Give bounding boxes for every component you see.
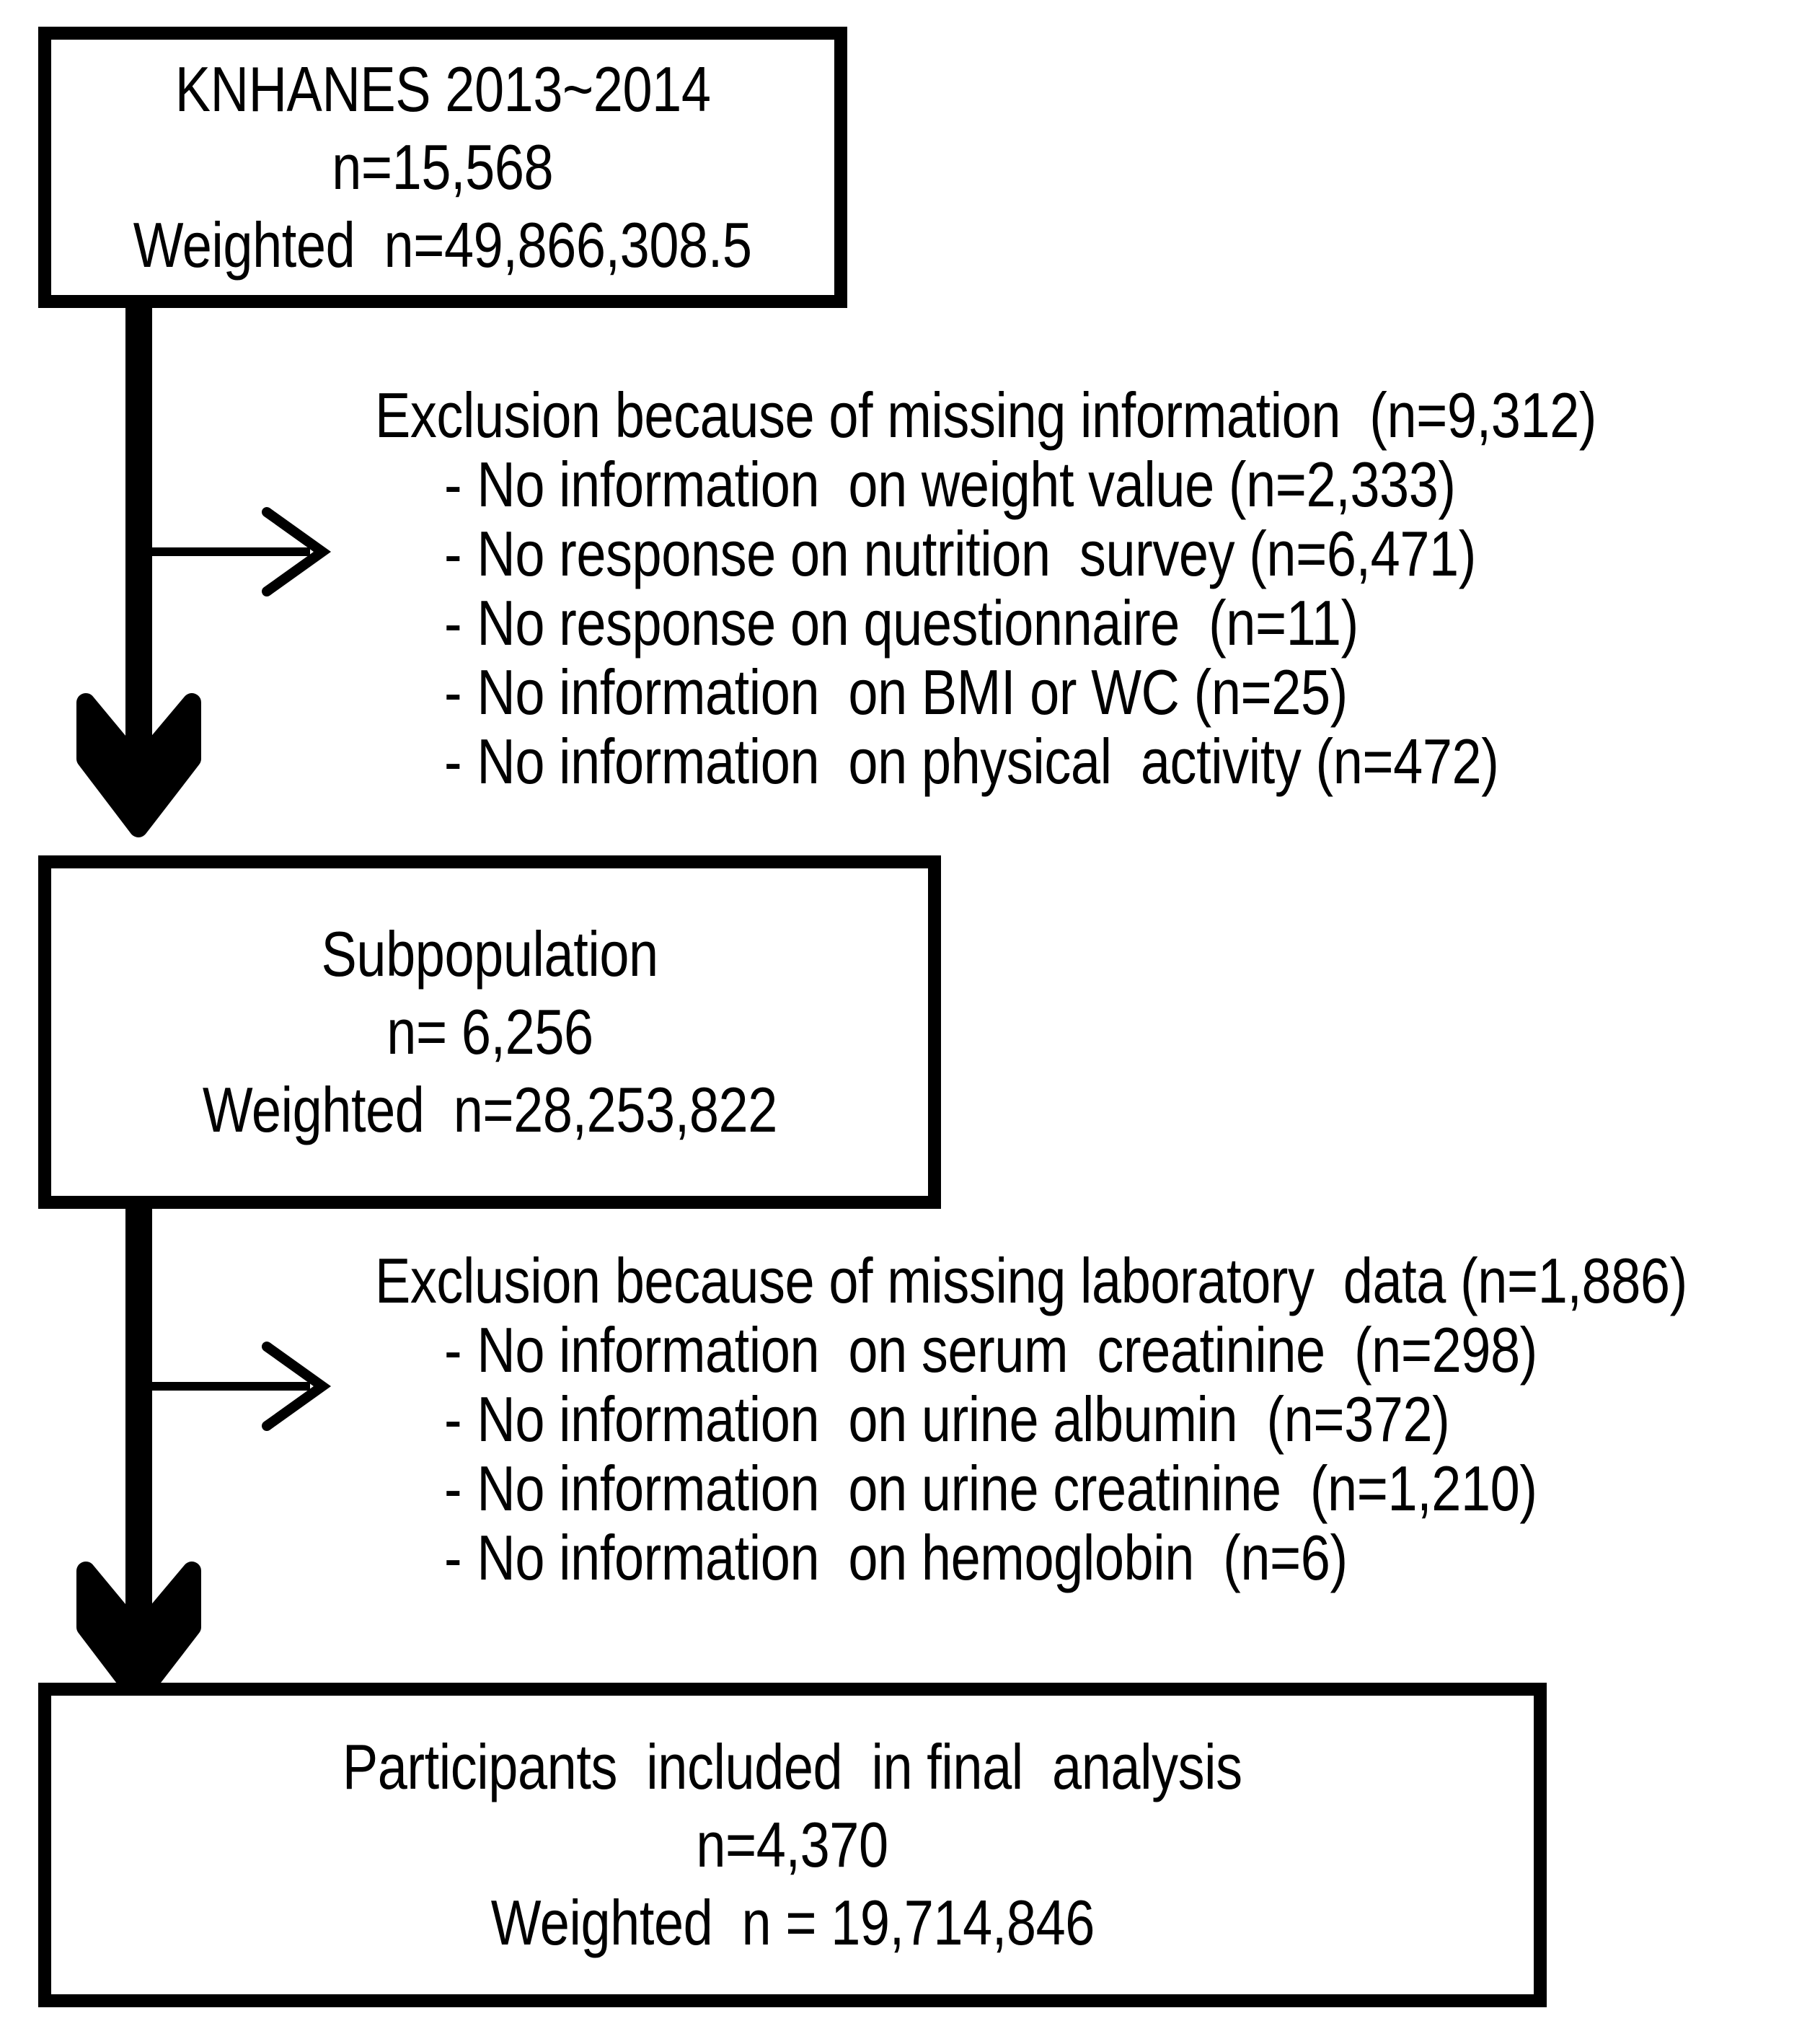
exclusion-1-item-1-text: No information on weight value (n=2,333)	[477, 449, 1456, 520]
bullet-dash-icon: -	[444, 449, 462, 520]
final-line-1: Participants included in final analysis	[343, 1731, 1242, 1802]
exclusion-2-heading: Exclusion because of missing laboratory …	[375, 1245, 1687, 1316]
exclusion-missing-laboratory-data: Exclusion because of missing laboratory …	[375, 1246, 1820, 1593]
bullet-dash-icon: -	[444, 1314, 462, 1386]
bullet-dash-icon: -	[444, 1453, 462, 1524]
down-arrow-subpopulation-to-final	[76, 1209, 201, 1706]
exclusion-1-item-2: -No response on nutrition survey (n=6,47…	[444, 519, 1607, 589]
exclusion-2-item-3-text: No information on urine creatinine (n=1,…	[477, 1453, 1537, 1524]
bullet-dash-icon: -	[444, 518, 462, 589]
exclusion-2-item-4: -No information on hemoglobin (n=6)	[444, 1523, 1698, 1593]
bullet-dash-icon: -	[444, 1383, 462, 1455]
bullet-dash-icon: -	[444, 726, 462, 797]
bullet-dash-icon: -	[444, 1522, 462, 1593]
exclusion-1-item-2-text: No response on nutrition survey (n=6,471…	[477, 518, 1476, 589]
final-line-2: n=4,370	[696, 1809, 889, 1880]
exclusion-2-item-1-text: No information on serum creatinine (n=29…	[477, 1314, 1537, 1386]
final-line-3: Weighted n = 19,714,846	[490, 1887, 1095, 1958]
exclusion-1-item-3: -No response on questionnaire (n=11)	[444, 589, 1607, 658]
subpopulation-line-3: Weighted n=28,253,822	[202, 1074, 777, 1145]
exclusion-1-list: -No information on weight value (n=2,333…	[375, 450, 1820, 796]
exclusion-1-heading: Exclusion because of missing information…	[375, 379, 1597, 451]
exclusion-1-item-3-text: No response on questionnaire (n=11)	[477, 587, 1359, 659]
baseline-line-2: n=15,568	[332, 131, 554, 203]
exclusion-2-list: -No information on serum creatinine (n=2…	[375, 1316, 1820, 1593]
exclusion-1-item-1: -No information on weight value (n=2,333…	[444, 450, 1607, 519]
baseline-cohort-box: KNHANES 2013~2014 n=15,568 Weighted n=49…	[38, 27, 847, 308]
exclusion-1-item-5-text: No information on physical activity (n=4…	[477, 726, 1499, 797]
exclusion-2-item-4-text: No information on hemoglobin (n=6)	[477, 1522, 1348, 1593]
branch-arrow-to-exclusion-1	[150, 507, 332, 596]
baseline-line-1: KNHANES 2013~2014	[175, 53, 711, 125]
subpopulation-box: Subpopulation n= 6,256 Weighted n=28,253…	[38, 855, 941, 1209]
branch-arrow-to-exclusion-2	[150, 1342, 332, 1431]
exclusion-2-item-3: -No information on urine creatinine (n=1…	[444, 1454, 1698, 1523]
exclusion-2-item-2: -No information on urine albumin (n=372)	[444, 1385, 1698, 1454]
subpopulation-line-2: n= 6,256	[386, 996, 593, 1067]
exclusion-1-item-4: -No information on BMI or WC (n=25)	[444, 658, 1607, 727]
exclusion-2-item-1: -No information on serum creatinine (n=2…	[444, 1316, 1698, 1385]
bullet-dash-icon: -	[444, 656, 462, 728]
exclusion-2-item-2-text: No information on urine albumin (n=372)	[477, 1383, 1450, 1455]
down-arrow-baseline-to-subpopulation	[76, 308, 201, 837]
bullet-dash-icon: -	[444, 587, 462, 659]
exclusion-1-item-4-text: No information on BMI or WC (n=25)	[477, 656, 1348, 728]
baseline-line-3: Weighted n=49,866,308.5	[133, 209, 752, 281]
final-analysis-box: Participants included in final analysis …	[38, 1683, 1547, 2007]
subpopulation-line-1: Subpopulation	[321, 918, 658, 990]
exclusion-1-item-5: -No information on physical activity (n=…	[444, 727, 1607, 796]
exclusion-missing-information: Exclusion because of missing information…	[375, 381, 1820, 796]
